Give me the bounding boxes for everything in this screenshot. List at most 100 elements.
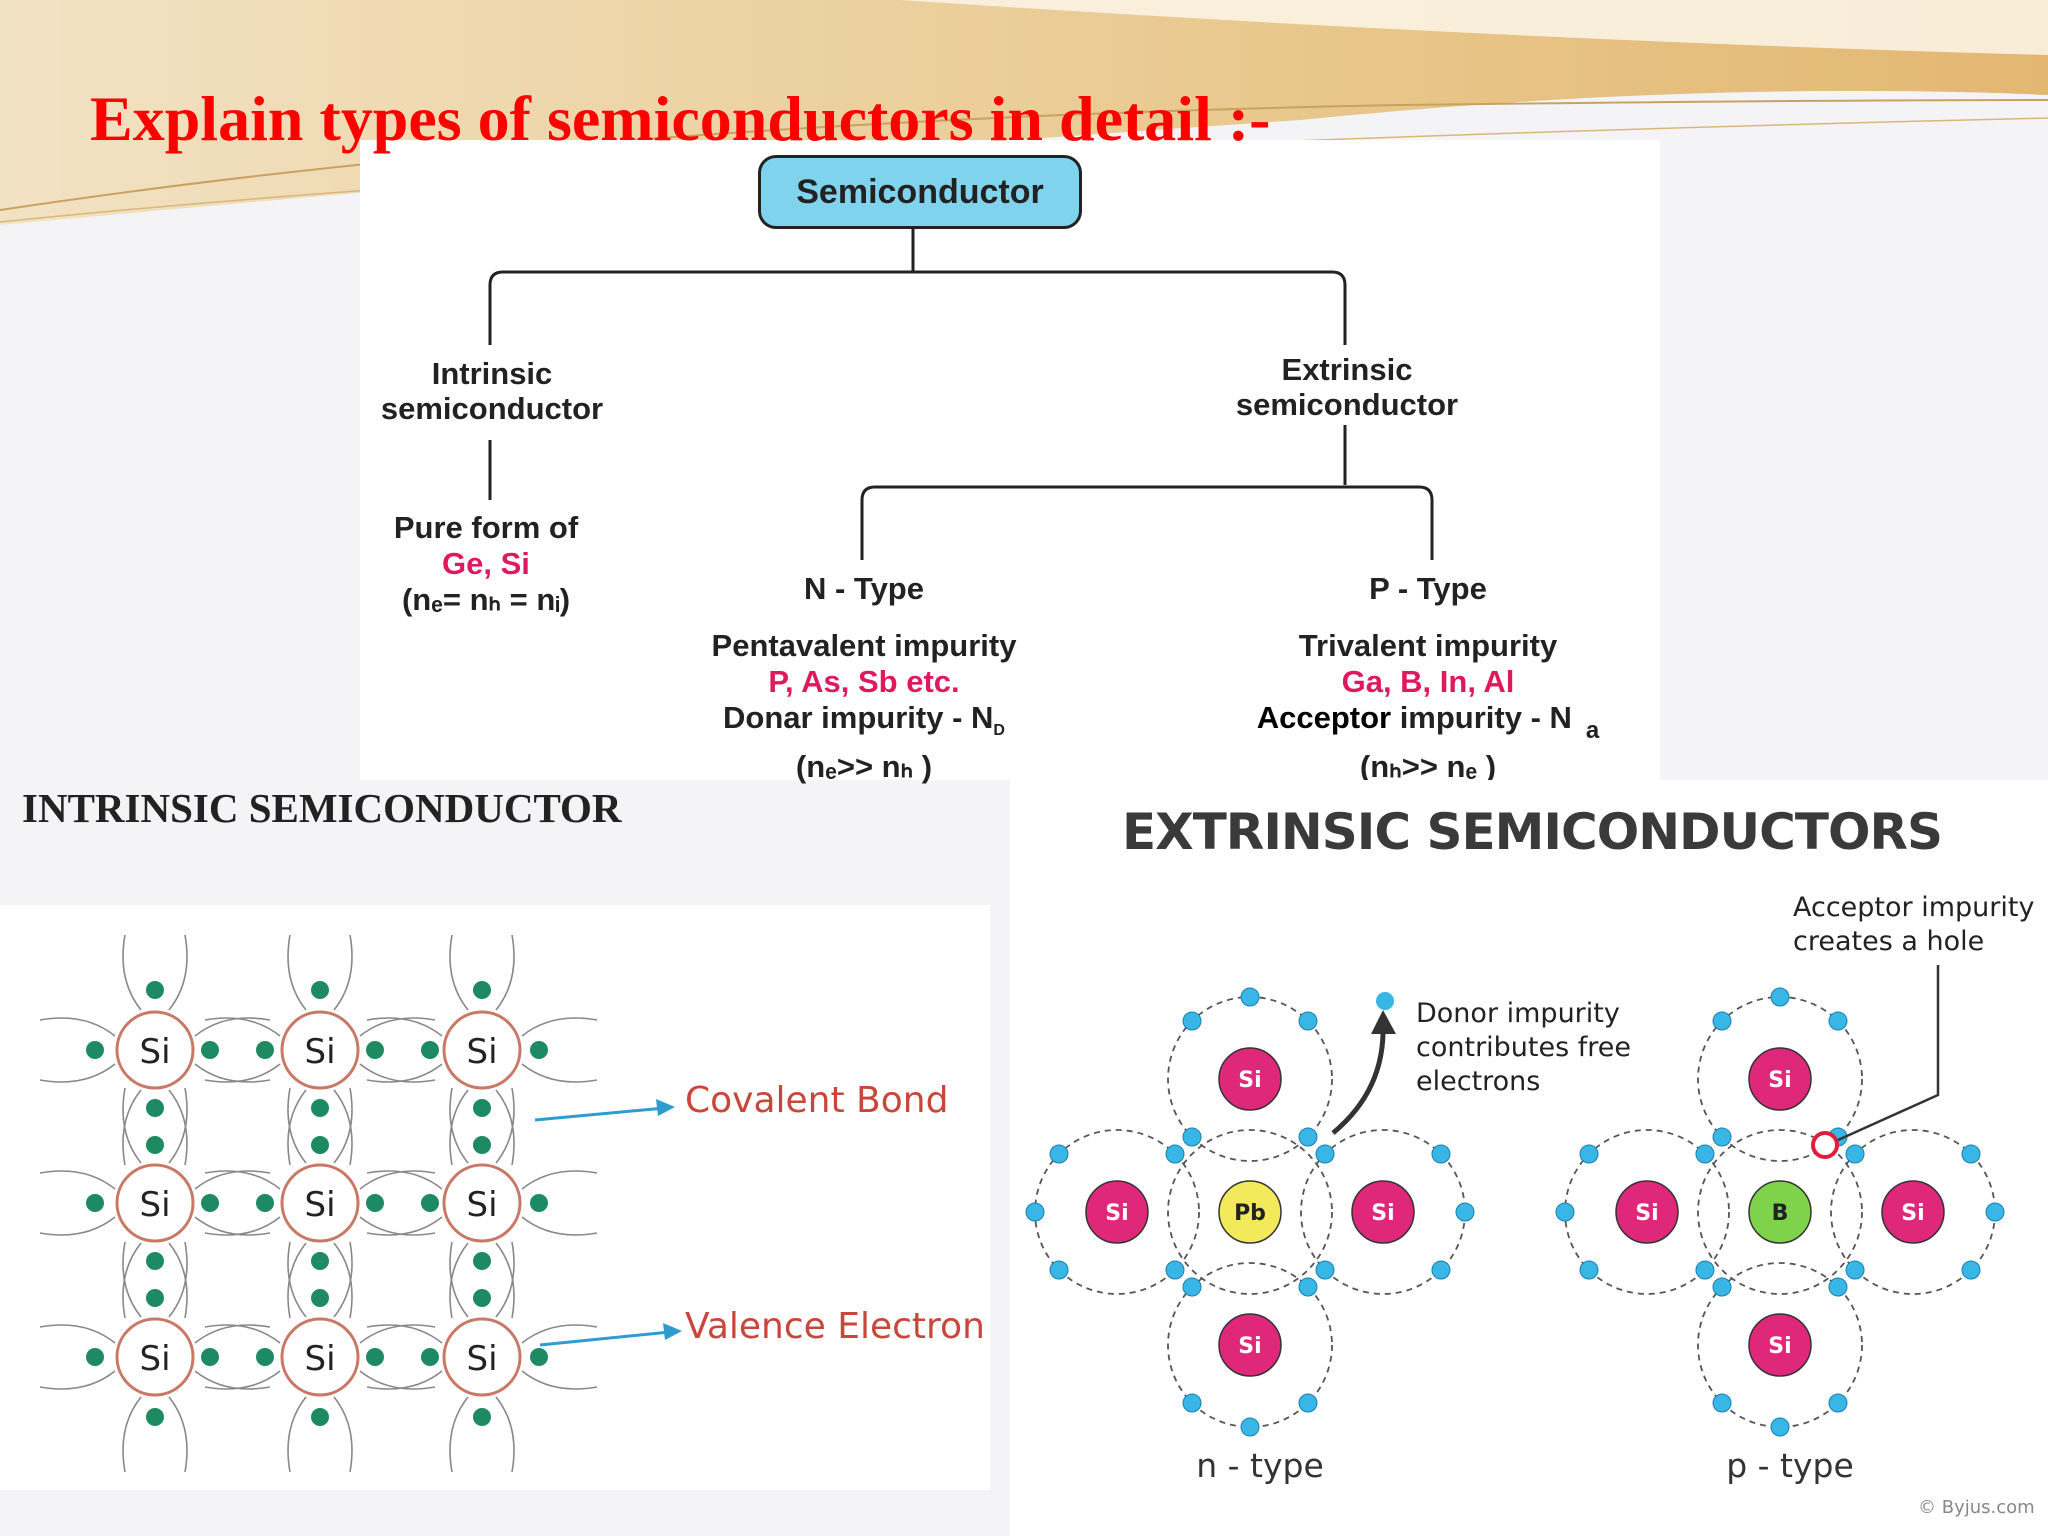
bond-arc [122,1089,142,1166]
ptype-impurity: Trivalent impurity [1298,628,1558,663]
si-atom [1351,1180,1415,1244]
electron-dot [1712,1277,1732,1297]
valence-electron [530,1348,548,1366]
valence-electron [473,1289,491,1307]
valence-electron [86,1348,104,1366]
donor-note-line: electrons [1416,1066,1540,1097]
bond-arc [39,1063,116,1083]
bond-arc [359,1017,436,1037]
bond-arc [168,1089,188,1166]
electron-dot [1182,1393,1202,1413]
electron-dot [1770,987,1790,1007]
electron-dot [1961,1260,1981,1280]
valence-electron [473,1099,491,1117]
electron-dot [1025,1202,1045,1222]
si-atom [1615,1180,1679,1244]
ptype-title: P - Type [1369,571,1487,606]
valence-electron [256,1194,274,1212]
bond-arc [122,1396,142,1473]
electron-dot [1431,1260,1451,1280]
intrinsic-desc-relation: (nₑ= nₕ = nᵢ) [401,582,571,617]
electron-dot [1828,1393,1848,1413]
si-atom-label: Si [304,1339,335,1379]
electron-dot [1315,1260,1335,1280]
ptype-node: P - Type Trivalent impurity Ga, B, In, A… [1257,571,1600,785]
bond-arc [359,1170,436,1190]
bond-arc [122,1087,142,1164]
bond-arc [495,1396,515,1473]
bond-arc [204,1017,281,1037]
si-atom [1748,1313,1812,1377]
bond-arc [204,1063,281,1083]
si-atom [442,1163,522,1243]
bond-arc [122,934,142,1011]
covalent-bond-arrow [534,1106,666,1122]
electron-dot [1712,1393,1732,1413]
si-atom-label: Si [304,1032,335,1072]
tree-connectors [488,229,1434,560]
extrinsic-node: Extrinsic semiconductor [1236,352,1458,422]
electron-dot [1845,1144,1865,1164]
bond-arc [204,1370,281,1390]
bond-arc [495,934,515,1011]
valence-electron [201,1041,219,1059]
si-atom [1085,1180,1149,1244]
arrow-head [663,1323,682,1340]
valence-electron [146,1289,164,1307]
si-atom-label: Si [466,1339,497,1379]
semiconductor-root-node: Semiconductor [758,155,1082,229]
bond-arc [287,1087,307,1164]
electron-dot [1455,1202,1475,1222]
bond-arc [168,1087,188,1164]
bond-arc [287,1242,307,1319]
ntype-impurity: Pentavalent impurity [711,628,1017,663]
valence-electron [530,1041,548,1059]
bond-arc [449,1396,469,1473]
donor-note-line: Donor impurity [1416,998,1620,1029]
valence-electron [311,1289,329,1307]
electron-shell [1697,1129,1863,1295]
bond-arc [194,1370,271,1390]
valence-electron-arrow [539,1330,671,1347]
bond-arc [449,1089,469,1166]
electron-dot [1579,1260,1599,1280]
bond-arc [333,1087,353,1164]
si-atom [280,1317,360,1397]
electron-dot [1315,1144,1335,1164]
electron-dot [1985,1202,2005,1222]
acceptor-note-line: creates a hole [1793,926,1984,957]
electron-dot [1298,1011,1318,1031]
valence-electron [473,1252,491,1270]
valence-electron [530,1194,548,1212]
electron-shell [1167,1129,1333,1295]
bond-arc [168,1396,188,1473]
arrow-head [1371,1010,1396,1034]
ntype-donor-text: Donar impurity - N [723,700,994,735]
valence-electron [473,981,491,999]
electron-dot [1555,1202,1575,1222]
intrinsic-node-line2: semiconductor [380,391,604,426]
bond-arc [287,934,307,1011]
acceptor-leader-line [1837,965,1940,1142]
ptype-acceptor-bold: Acceptor [1256,700,1392,735]
si-atom-label: Si [139,1185,170,1225]
extrinsic-node-line1: Extrinsic [1281,352,1413,387]
ntype-donor-sub: D [993,722,1005,740]
electron-dot [1828,1277,1848,1297]
impurity-atom [1218,1180,1282,1244]
si-atom-label: Si [1635,1201,1658,1226]
donor-note-line: contributes free [1416,1032,1631,1063]
si-atom-label: Si [1105,1201,1128,1226]
copyright-note: © Byjus.com [1918,1497,2035,1518]
bond-arc [122,1242,142,1319]
valence-electron [311,1099,329,1117]
electron-dot [1431,1144,1451,1164]
valence-electron [146,1408,164,1426]
bond-arc [449,1087,469,1164]
acceptor-note-line: Acceptor impurity [1793,892,2034,923]
bond-arc [287,1089,307,1166]
bond-arc [366,1216,443,1236]
bond-arc [204,1324,281,1344]
